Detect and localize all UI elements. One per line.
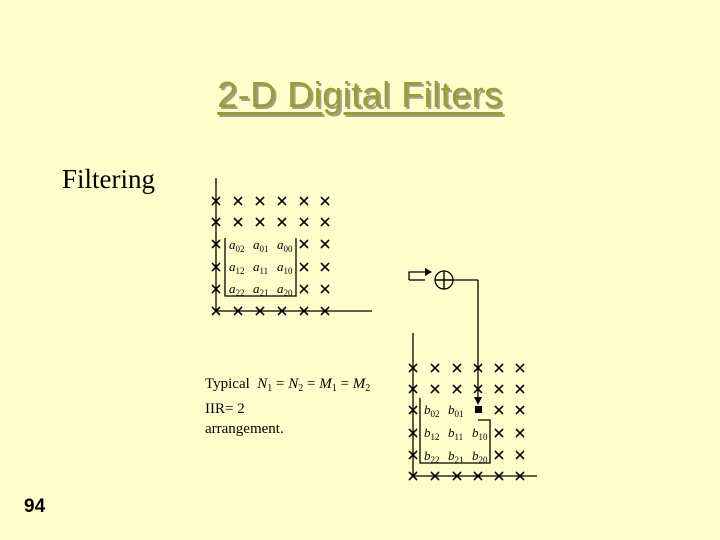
- left-mask-boundary: [215, 178, 372, 312]
- sample-point-icon: [430, 363, 440, 373]
- caption-line-2: IIR= 2: [205, 401, 245, 417]
- right-mask-coefficient: b01: [448, 402, 464, 419]
- sample-point-icon: [320, 284, 330, 294]
- arrow-down-icon: [474, 397, 482, 405]
- sample-point-icon: [299, 217, 309, 227]
- sample-point-icon: [320, 239, 330, 249]
- sample-point-icon: [515, 428, 525, 438]
- left-mask-coefficients: a02 a01 a00 a12 a11 a10 a22 a21 a20: [229, 237, 293, 298]
- sample-point-icon: [233, 217, 243, 227]
- signal-paths: [408, 271, 479, 398]
- output-sample-marker: [475, 406, 482, 413]
- sample-point-icon: [494, 363, 504, 373]
- caption: Typical N1 = N2 = M1 = M2 IIR= 2 arrange…: [205, 374, 370, 439]
- sample-point-icon: [515, 384, 525, 394]
- sample-point-icon: [494, 384, 504, 394]
- left-mask-coefficient: a10: [277, 259, 293, 276]
- right-mask-coefficient: b20: [472, 448, 488, 465]
- left-mask-coefficient: a21: [253, 281, 269, 298]
- right-mask-coefficient: b11: [448, 425, 463, 442]
- sample-point-icon: [494, 428, 504, 438]
- right-mask-coefficient: b22: [424, 448, 440, 465]
- left-mask-coefficient: a12: [229, 259, 245, 276]
- sample-point-icon: [452, 384, 462, 394]
- left-mask-coefficient: a20: [277, 281, 293, 298]
- arrow-right-icon: [425, 268, 432, 276]
- bullet-filtering: Filtering: [62, 164, 155, 194]
- sample-point-icon: [299, 262, 309, 272]
- sample-point-icon: [320, 196, 330, 206]
- left-mask-coefficient: a00: [277, 237, 293, 254]
- sample-point-icon: [299, 284, 309, 294]
- summing-junction: [434, 270, 454, 290]
- sample-point-icon: [515, 363, 525, 373]
- left-mask-coefficient: a01: [253, 237, 269, 254]
- page-number: 94: [24, 496, 46, 517]
- sample-point-icon: [320, 262, 330, 272]
- right-mask-coefficient: b02: [424, 402, 440, 419]
- sample-point-icon: [255, 196, 265, 206]
- caption-line-1: Typical N1 = N2 = M1 = M2: [205, 374, 370, 399]
- right-mask-coefficients: b02 b01 b12 b11 b10 b22 b21 b20: [424, 402, 488, 465]
- caption-line-3: arrangement.: [205, 421, 284, 437]
- sample-point-icon: [299, 196, 309, 206]
- caption-equation: N1 = N2 = M1 = M2: [257, 376, 371, 394]
- sample-point-icon: [515, 450, 525, 460]
- sample-point-icon: [277, 196, 287, 206]
- sample-point-icon: [515, 405, 525, 415]
- sample-point-icon: [494, 405, 504, 415]
- left-mask-coefficient: a02: [229, 237, 245, 254]
- sample-point-icon: [299, 239, 309, 249]
- slide-title: 2-D Digital Filters: [217, 74, 503, 115]
- right-mask-coefficient: b12: [424, 425, 440, 442]
- sample-point-icon: [255, 217, 265, 227]
- caption-prefix: Typical: [205, 376, 250, 392]
- sample-point-icon: [277, 217, 287, 227]
- right-mask-boundary: [412, 333, 537, 477]
- sample-point-icon: [320, 217, 330, 227]
- sample-point-icon: [452, 363, 462, 373]
- left-mask-coefficient: a11: [253, 259, 268, 276]
- right-mask-coefficient: b21: [448, 448, 464, 465]
- left-mask-coefficient: a22: [229, 281, 245, 298]
- sample-point-icon: [233, 196, 243, 206]
- sample-point-icon: [494, 450, 504, 460]
- right-mask-coefficient: b10: [472, 425, 488, 442]
- sample-point-icon: [430, 384, 440, 394]
